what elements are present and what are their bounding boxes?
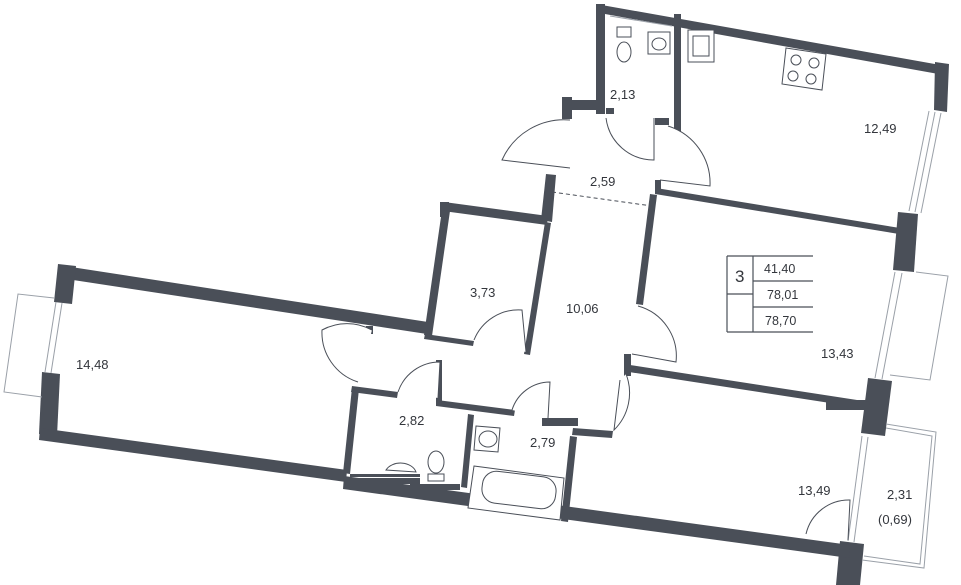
walls [39,4,949,585]
area-hall-upper: 2,59 [590,174,615,189]
sink-bath-bowl [478,430,498,448]
wall-bath-top [542,418,578,426]
wall-left-bedroom-top [58,265,428,334]
wall-stub-626 [624,354,631,376]
wall-storage-leftside [424,210,450,336]
wall-storage-left [440,202,449,217]
window-bedroom-middle-2 [881,272,903,380]
wall-stub-826 [826,400,866,410]
door-bedroom-middle [631,305,677,363]
wall-storage-top [443,202,548,225]
area-wc: 2,82 [399,413,424,428]
area-kitchen: 12,49 [864,121,897,136]
wall-topbath-bottom-left [570,100,605,110]
wall-kitchen-bedroom [655,188,900,234]
window-kitchen [914,111,936,213]
wall-right-mid-pier [893,212,918,272]
bathtub-inner [481,470,557,510]
door-bedroom-left [321,323,373,383]
wall-wc-top-left [351,386,398,398]
wall-topbath-bottom-right [655,118,669,125]
door-top-bath [605,117,655,161]
window-kitchen-3 [908,110,930,212]
area-bathroom: 2,79 [530,435,555,450]
sink-wc [385,462,417,473]
wall-right-pier-2 [861,378,892,436]
wall-wc-bottom-2 [410,484,460,490]
kitchen-sink-bowl [692,35,710,57]
wall-bedroom-divider [629,365,870,409]
area-bedroom-bottom: 13,49 [798,483,831,498]
door-storage [473,309,527,353]
burner-1 [790,54,802,66]
window-bedroom-middle [874,271,896,379]
balcony-outline-inner [863,427,933,565]
wall-right-kitchen-top [934,62,949,112]
sink-top-bowl [651,37,667,51]
door-bathroom [511,381,551,419]
wall-left-exterior-top [54,264,76,304]
doors [321,117,851,541]
stove [781,47,827,91]
burner-3 [787,70,799,82]
toilet-top [616,41,632,63]
wc-shelf [350,474,420,477]
burner-2 [808,57,820,69]
window-bedroom-left-2 [50,302,63,374]
wall-left-exterior-bottom [39,372,60,436]
wall-storage-right [524,222,551,355]
area-corridor: 10,06 [566,301,599,316]
toilet-top-tank [616,26,632,38]
wall-topbath-kitchen [674,14,681,132]
wall-left-bedroom-bottom [39,428,347,482]
balcony-outline [861,423,937,569]
area-balcony-reduced: (0,69) [878,512,912,527]
window-bay-middle [889,271,949,381]
wall-topbath-divider [606,108,614,114]
area-storage: 3,73 [470,285,495,300]
wall-hall-stub-left [562,97,572,119]
area-bedroom-left: 14,48 [76,357,109,372]
wall-bath-right [561,436,577,522]
room-labels: 2,13 12,49 2,59 3,73 10,06 14,48 13,43 1… [76,87,912,527]
living-area: 41,40 [764,262,795,276]
area-bedroom-middle: 13,43 [821,346,854,361]
summary-box: 3 41,40 78,01 78,70 [726,255,813,333]
door-bedroom-bottom [613,373,630,432]
top-bath-line [609,15,673,27]
door-hall-left [501,119,571,169]
wall-top-kitchen [596,4,946,75]
rooms-count: 3 [735,267,744,286]
total-with-balcony: 78,70 [765,314,796,328]
wall-storage-bottom [424,334,474,346]
area-balcony: 2,31 [887,487,912,502]
toilet-wc [427,450,445,474]
window-bedroom-bottom [847,435,863,542]
wall-wc-top-right [436,400,515,416]
hall-boundary-dashed [551,191,653,207]
door-wc [397,361,441,399]
window-bedroom-left [44,301,57,373]
door-balcony [805,499,851,541]
total-area: 78,01 [767,288,798,302]
window-bay-left [3,293,55,398]
wall-wc-left [343,388,359,474]
toilet-wc-tank [427,473,445,482]
wall-bedroom-middle-left [636,194,657,305]
windows [3,15,949,569]
wall-stub-656 [655,180,661,194]
fixtures [350,26,827,521]
area-bathroom-top: 2,13 [610,87,635,102]
wall-corridor-bottom [572,428,613,438]
burner-4 [805,73,817,85]
wall-wc-bottom [344,478,420,484]
wall-topbath-left [596,4,605,114]
window-bedroom-bottom-2 [853,436,869,543]
door-kitchen [659,125,711,187]
window-kitchen-2 [920,112,942,214]
wall-hall-left-stub [541,174,556,222]
wall-wc-bath-divider [461,414,474,488]
